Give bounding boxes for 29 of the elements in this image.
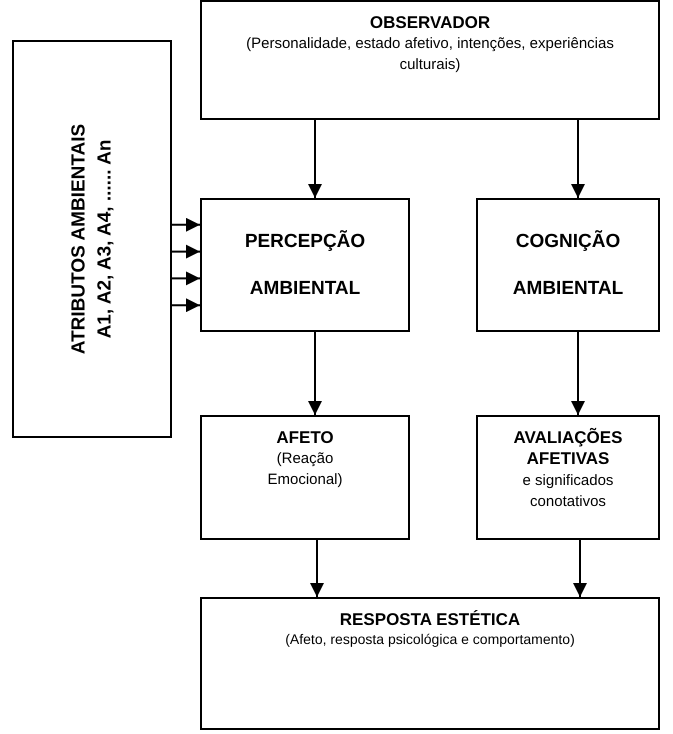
- box-title: RESPOSTA ESTÉTICA: [340, 609, 520, 630]
- box-text: e significados conotativos: [522, 470, 614, 512]
- arrow: [310, 540, 324, 597]
- box-text: (Reação Emocional): [266, 449, 344, 490]
- arrow: [308, 332, 322, 415]
- arrow: [571, 332, 585, 415]
- box-title: PERCEPÇÃO AMBIENTAL: [244, 229, 366, 301]
- arrow: [172, 271, 200, 286]
- box-text: (Personalidade, estado afetivo, intenções, experiências culturais): [245, 34, 615, 76]
- box-text: A1, A2, A3, A4, ...... An: [93, 138, 116, 340]
- box-title: AFETO: [276, 427, 334, 448]
- box-title: COGNIÇÃO AMBIENTAL: [512, 229, 624, 301]
- box-title: AVALIAÇÕES AFETIVAS: [512, 427, 624, 470]
- process-box: [476, 198, 660, 332]
- process-box: [200, 198, 410, 332]
- box-text: ATRIBUTOS AMBIENTAIS: [67, 122, 90, 356]
- arrow: [571, 120, 585, 198]
- process-box: [200, 0, 660, 120]
- process-box: [476, 415, 660, 540]
- arrow: [573, 540, 587, 597]
- attribute-box: [12, 40, 172, 438]
- box-text: (Afeto, resposta psicológica e comportamento): [285, 630, 575, 650]
- arrow: [172, 244, 200, 259]
- box-title: OBSERVADOR: [370, 12, 490, 34]
- arrow: [172, 298, 200, 312]
- process-box: [200, 597, 660, 730]
- arrow: [308, 120, 322, 198]
- arrow: [172, 218, 200, 232]
- process-box: [200, 415, 410, 540]
